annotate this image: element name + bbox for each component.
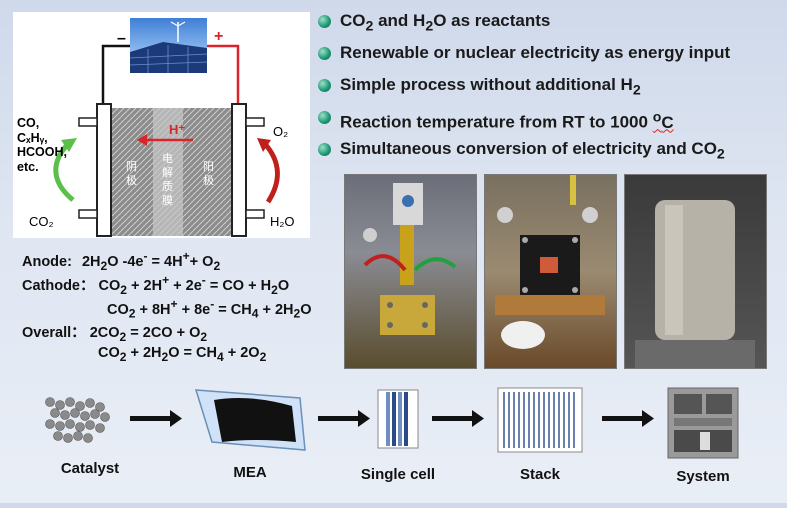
- mea-sheet: [194, 389, 306, 451]
- flow-svg: [45, 387, 739, 459]
- electrolysis-cell-schematic: – + CO, CₓHᵧ, HCOOH, etc. CO₂ O₂ H₂O H⁺ …: [13, 12, 310, 238]
- flow-arrow-icon: [432, 410, 484, 427]
- system-label: System: [676, 468, 730, 485]
- bullet-item: Simple process without additional H2: [318, 72, 778, 104]
- cathode-products: CO, CₓHᵧ, HCOOH, etc.: [17, 116, 67, 174]
- bullet-dot-icon: [318, 143, 331, 156]
- single-cell-drawing: [377, 389, 419, 449]
- anode-cn-label: 阳 极: [203, 161, 214, 187]
- stack-fixture-photo: [484, 174, 617, 369]
- product-item: CₓHᵧ,: [17, 130, 48, 145]
- h2o-inlet-label: H₂O: [270, 214, 295, 229]
- catalyst-particles: [45, 397, 110, 443]
- co2-inlet-label: CO₂: [29, 214, 54, 229]
- anode-equation: Anode: 2H2O -4e- = 4H++ O2: [22, 249, 221, 273]
- red-flow-arrow: [263, 142, 280, 204]
- single-cell-rig-photo: [344, 174, 477, 369]
- flow-arrow-icon: [130, 410, 182, 427]
- negative-wire: [101, 44, 130, 104]
- overall-equation-1: Overall： 2CO2 = 2CO + O2: [22, 325, 208, 344]
- catalyst-label: Catalyst: [60, 460, 120, 477]
- bullet-item: CO2 and H2O as reactants: [318, 8, 778, 40]
- bullet-dot-icon: [318, 47, 331, 60]
- scale-up-flow: Catalyst MEA Single cell Stack System: [0, 380, 787, 503]
- fixture-photo-svg: [495, 175, 605, 349]
- single-cell-label: Single cell: [360, 466, 436, 483]
- flow-arrow-icon: [602, 410, 654, 427]
- cathode-equation-1: Cathode： CO2 + 2H+ + 2e- = CO + H2O: [22, 273, 290, 297]
- overall-equation-2: CO2 + 2H2O = CH4 + 2O2: [98, 345, 267, 364]
- stack-drawing: [497, 387, 583, 453]
- system-vessel-photo: [624, 174, 767, 369]
- solar-panel-image: [129, 18, 208, 73]
- cathode-equation-2: CO2 + 8H+ + 8e- = CH4 + 2H2O: [107, 297, 312, 321]
- feature-bullet-list: CO2 and H2O as reactants Renewable or nu…: [318, 8, 778, 168]
- electrolyte-cn-label: 电 解 质 膜: [162, 153, 173, 207]
- flow-arrow-icon: [318, 410, 370, 427]
- product-item: etc.: [17, 159, 39, 174]
- cathode-plate: [96, 103, 112, 237]
- o2-outlet-label: O₂: [273, 124, 289, 139]
- mea-label: MEA: [233, 464, 267, 481]
- bullet-dot-icon: [318, 79, 331, 92]
- rig-photo-svg: [363, 183, 457, 335]
- product-item: CO,: [17, 116, 40, 130]
- proton-label: H⁺: [169, 122, 186, 137]
- plus-sign: +: [214, 28, 224, 45]
- bullet-item: Simultaneous conversion of electricity a…: [318, 136, 778, 168]
- product-item: HCOOH,: [17, 145, 67, 159]
- cell-diagram-svg: [53, 18, 280, 237]
- bullet-item: Reaction temperature from RT to 1000 oC: [318, 104, 778, 136]
- anode-plate: [231, 103, 247, 237]
- bullet-item: Renewable or nuclear electricity as ener…: [318, 40, 778, 72]
- stack-label: Stack: [519, 466, 561, 483]
- vessel-photo-svg: [635, 200, 755, 368]
- system-cabinet-image: [667, 387, 739, 459]
- positive-wire: [207, 44, 240, 104]
- bullet-dot-icon: [318, 111, 331, 124]
- cathode-cn-label: 阴 极: [126, 161, 137, 187]
- minus-sign: –: [117, 30, 126, 47]
- bullet-dot-icon: [318, 15, 331, 28]
- green-flow-arrow: [53, 142, 75, 202]
